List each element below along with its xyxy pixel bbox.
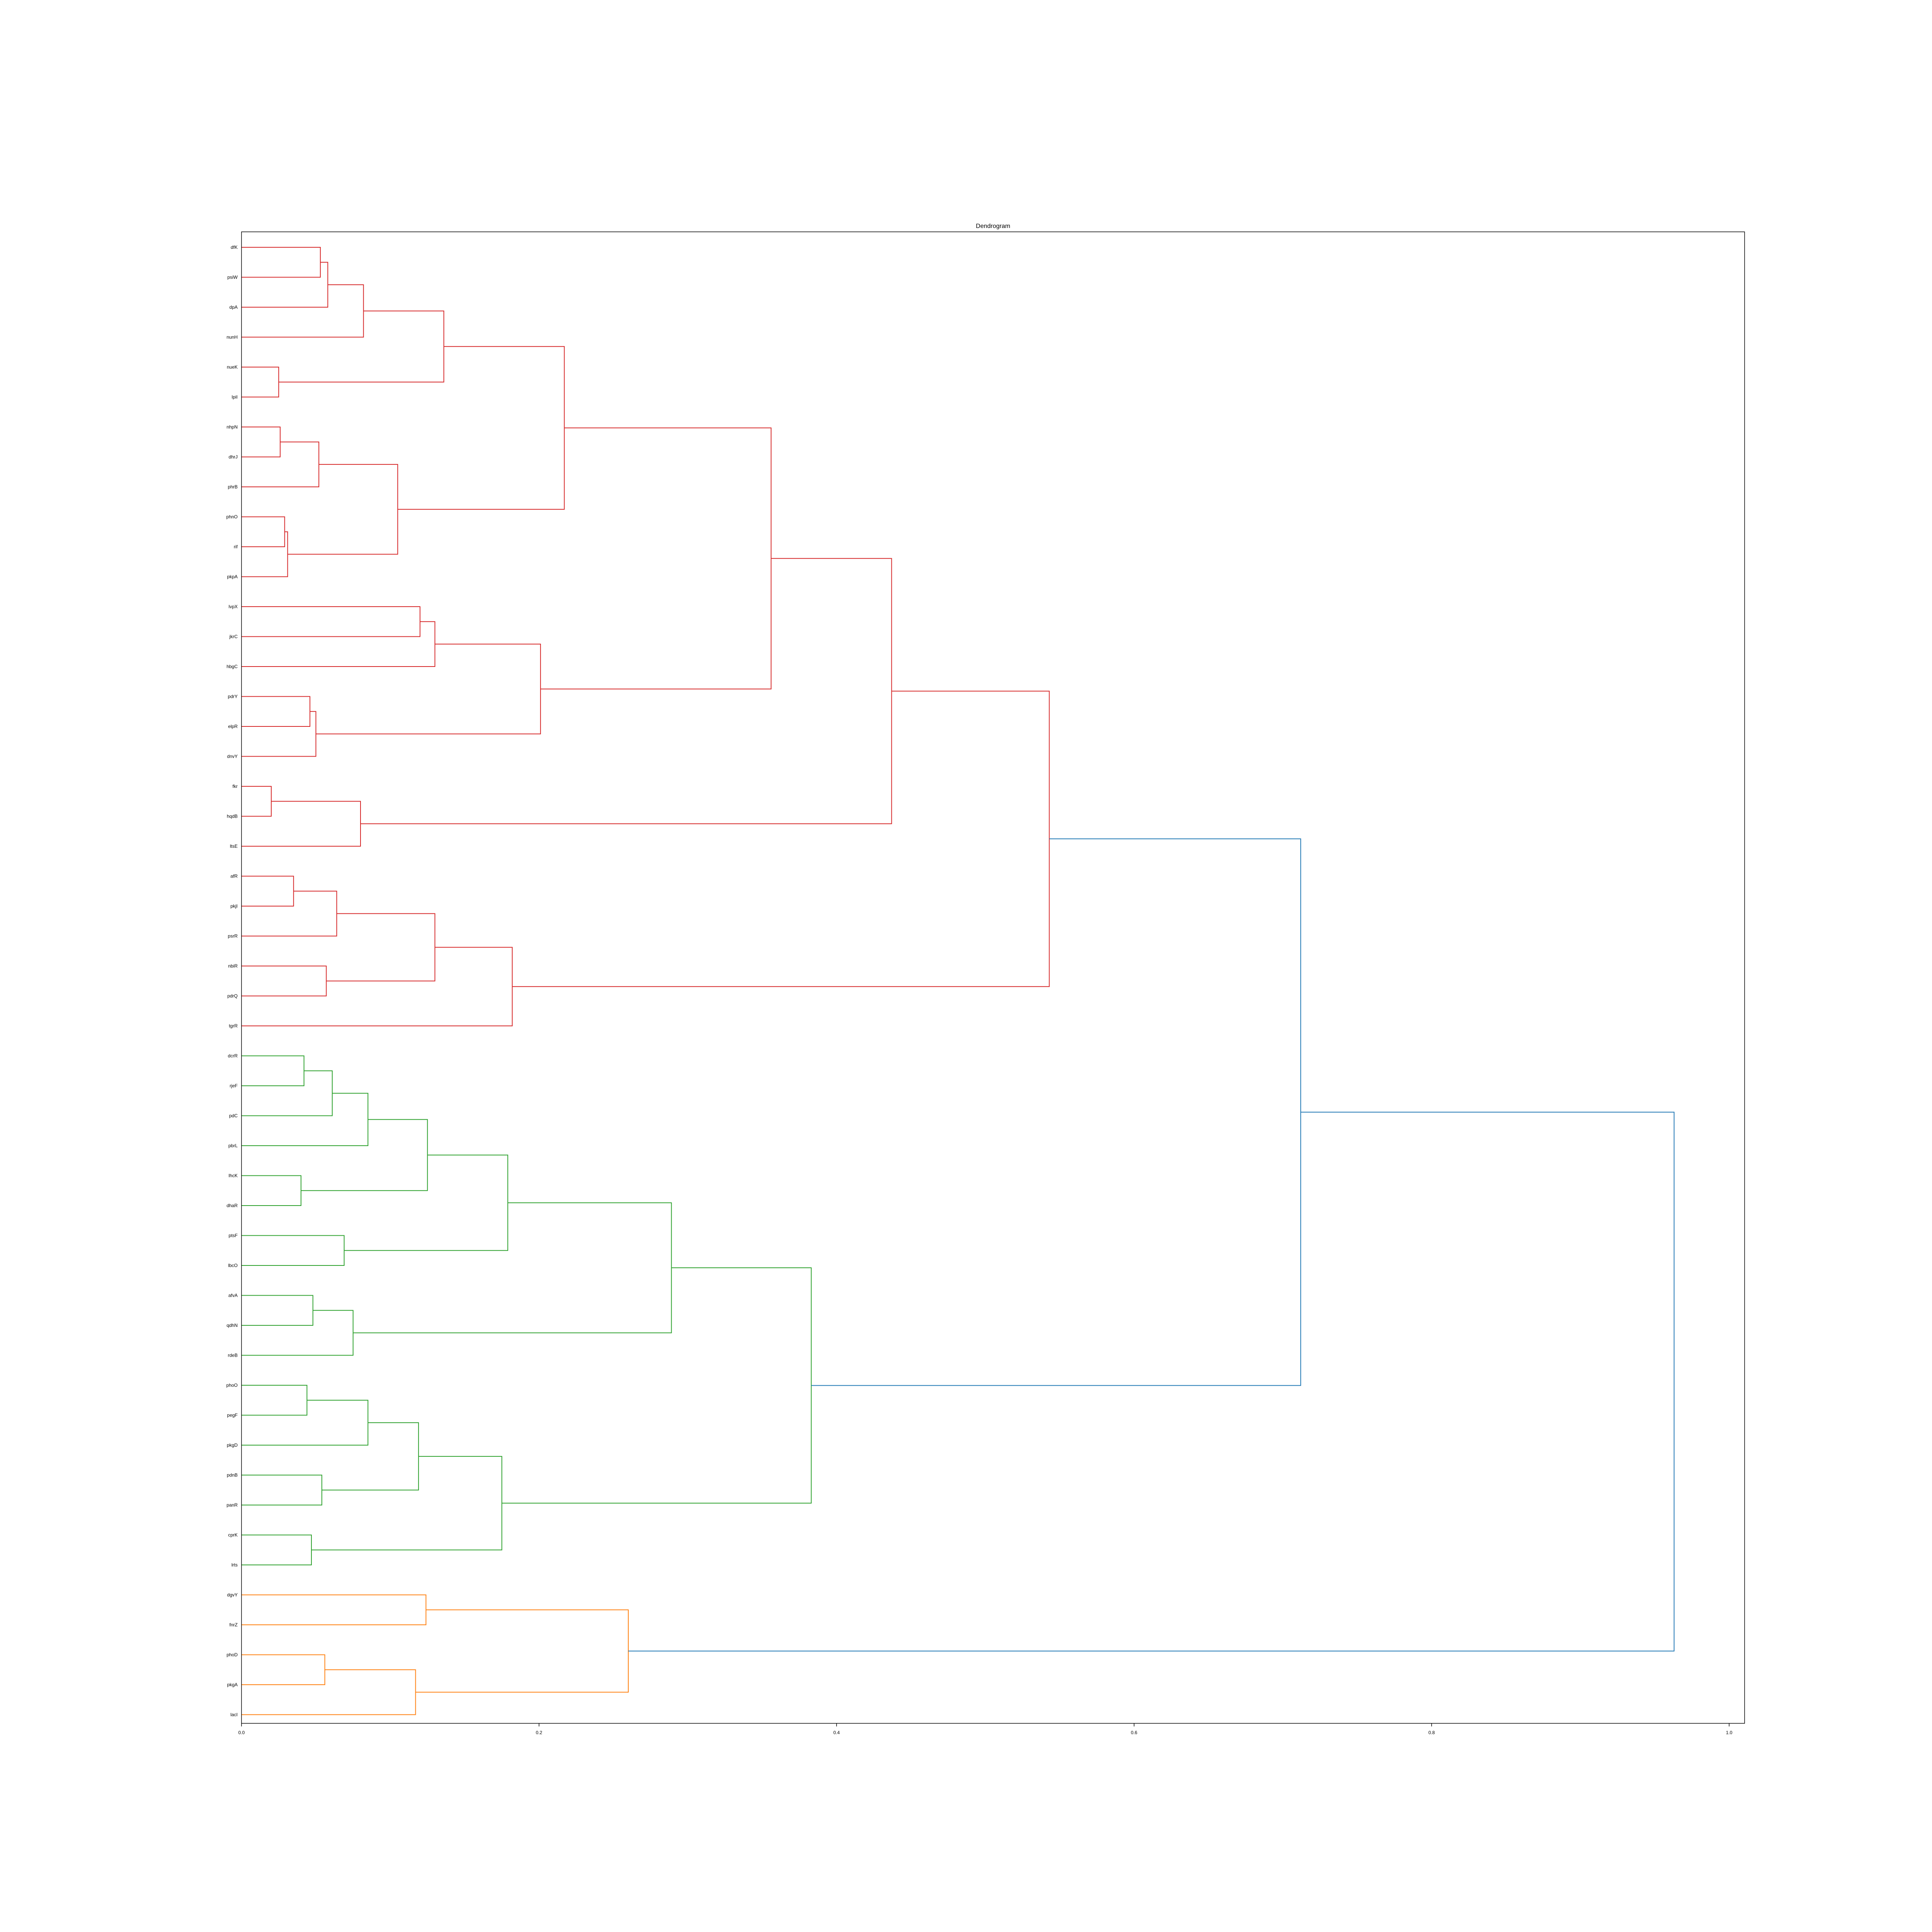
leaf-label: rjeF xyxy=(230,1083,238,1088)
leaf-label: nbiR xyxy=(228,963,238,969)
leaf-label: pkgA xyxy=(227,1682,238,1687)
x-tick-label: 0.4 xyxy=(833,1730,840,1735)
leaf-label: lrts xyxy=(231,1562,238,1568)
leaf-label: cprK xyxy=(228,1532,238,1538)
x-axis: 0.0 0.2 0.4 0.6 0.8 1.0 xyxy=(238,1723,1733,1735)
leaf-label: afR xyxy=(230,874,238,879)
leaf-label: fkr xyxy=(233,784,238,789)
leaf-label: pdnB xyxy=(227,1473,238,1478)
cluster-link-c49 xyxy=(628,1112,1675,1651)
leaf-label: nunH xyxy=(226,335,238,340)
leaf-label: phnO xyxy=(226,514,238,520)
leaf-label: pkpA xyxy=(227,574,238,580)
leaf-label: lbcO xyxy=(228,1263,238,1268)
leaf-label: panR xyxy=(226,1502,238,1508)
leaf-label: phrB xyxy=(228,484,238,490)
x-tick-label: 0.2 xyxy=(536,1730,543,1735)
x-tick-label: 0.6 xyxy=(1131,1730,1138,1735)
leaf-label: jkrC xyxy=(229,634,238,639)
leaf-label: phoO xyxy=(226,1383,238,1388)
leaf-label: dhaR xyxy=(226,1203,238,1208)
leaf-label: pdrY xyxy=(228,694,238,699)
leaf-label: ptsF xyxy=(229,1233,238,1238)
leaf-label: pkjI xyxy=(230,903,238,909)
leaf-label: dnvY xyxy=(227,754,238,759)
x-tick-label: 0.8 xyxy=(1429,1730,1435,1735)
x-tick-label: 0.0 xyxy=(238,1730,245,1735)
leaf-label: nueK xyxy=(227,364,238,370)
leaf-label: qdhN xyxy=(226,1323,238,1328)
leaf-label: dhrJ xyxy=(229,454,238,460)
leaf-label: dcrR xyxy=(228,1053,238,1059)
leaf-label: hqdB xyxy=(227,814,238,819)
leaf-label: phoD xyxy=(226,1652,238,1658)
leaf-label: nhpN xyxy=(226,424,238,430)
leaf-label: rif xyxy=(234,544,238,549)
leaf-label: psrR xyxy=(228,934,238,939)
leaf-label: dpA xyxy=(230,304,238,310)
x-tick-label: 1.0 xyxy=(1726,1730,1733,1735)
leaf-label: afvA xyxy=(228,1293,238,1298)
dendrogram-links xyxy=(242,247,1675,1715)
leaf-label: elpR xyxy=(228,724,238,729)
leaf-label: pbrL xyxy=(228,1143,238,1148)
chart-title: Dendrogram xyxy=(976,223,1010,230)
leaf-label: tgrR xyxy=(229,1023,238,1029)
plot-frame xyxy=(241,231,1745,1724)
leaf-label: dfK xyxy=(231,245,238,250)
leaf-label: fnrZ xyxy=(230,1622,238,1628)
leaf-label: dgvY xyxy=(227,1592,238,1598)
leaf-label: lvpX xyxy=(229,604,238,609)
leaf-label: lpiI xyxy=(232,395,238,400)
leaf-label: hbgC xyxy=(226,664,238,669)
leaf-label: psiW xyxy=(227,275,238,280)
leaf-label: lacI xyxy=(230,1712,238,1718)
leaf-label: pdrQ xyxy=(227,993,238,999)
leaf-label: pegF xyxy=(227,1413,238,1418)
leaf-label: pdC xyxy=(229,1113,238,1119)
leaf-label: lhcK xyxy=(229,1173,238,1179)
leaf-label: ltsE xyxy=(230,844,238,849)
leaf-labels: dfK psiW dpA nunH nueK lpiI nhpN dhrJ phrB phnO ri… xyxy=(226,245,238,1718)
leaf-label: rdeB xyxy=(228,1353,238,1358)
leaf-label: pkgD xyxy=(227,1442,238,1448)
